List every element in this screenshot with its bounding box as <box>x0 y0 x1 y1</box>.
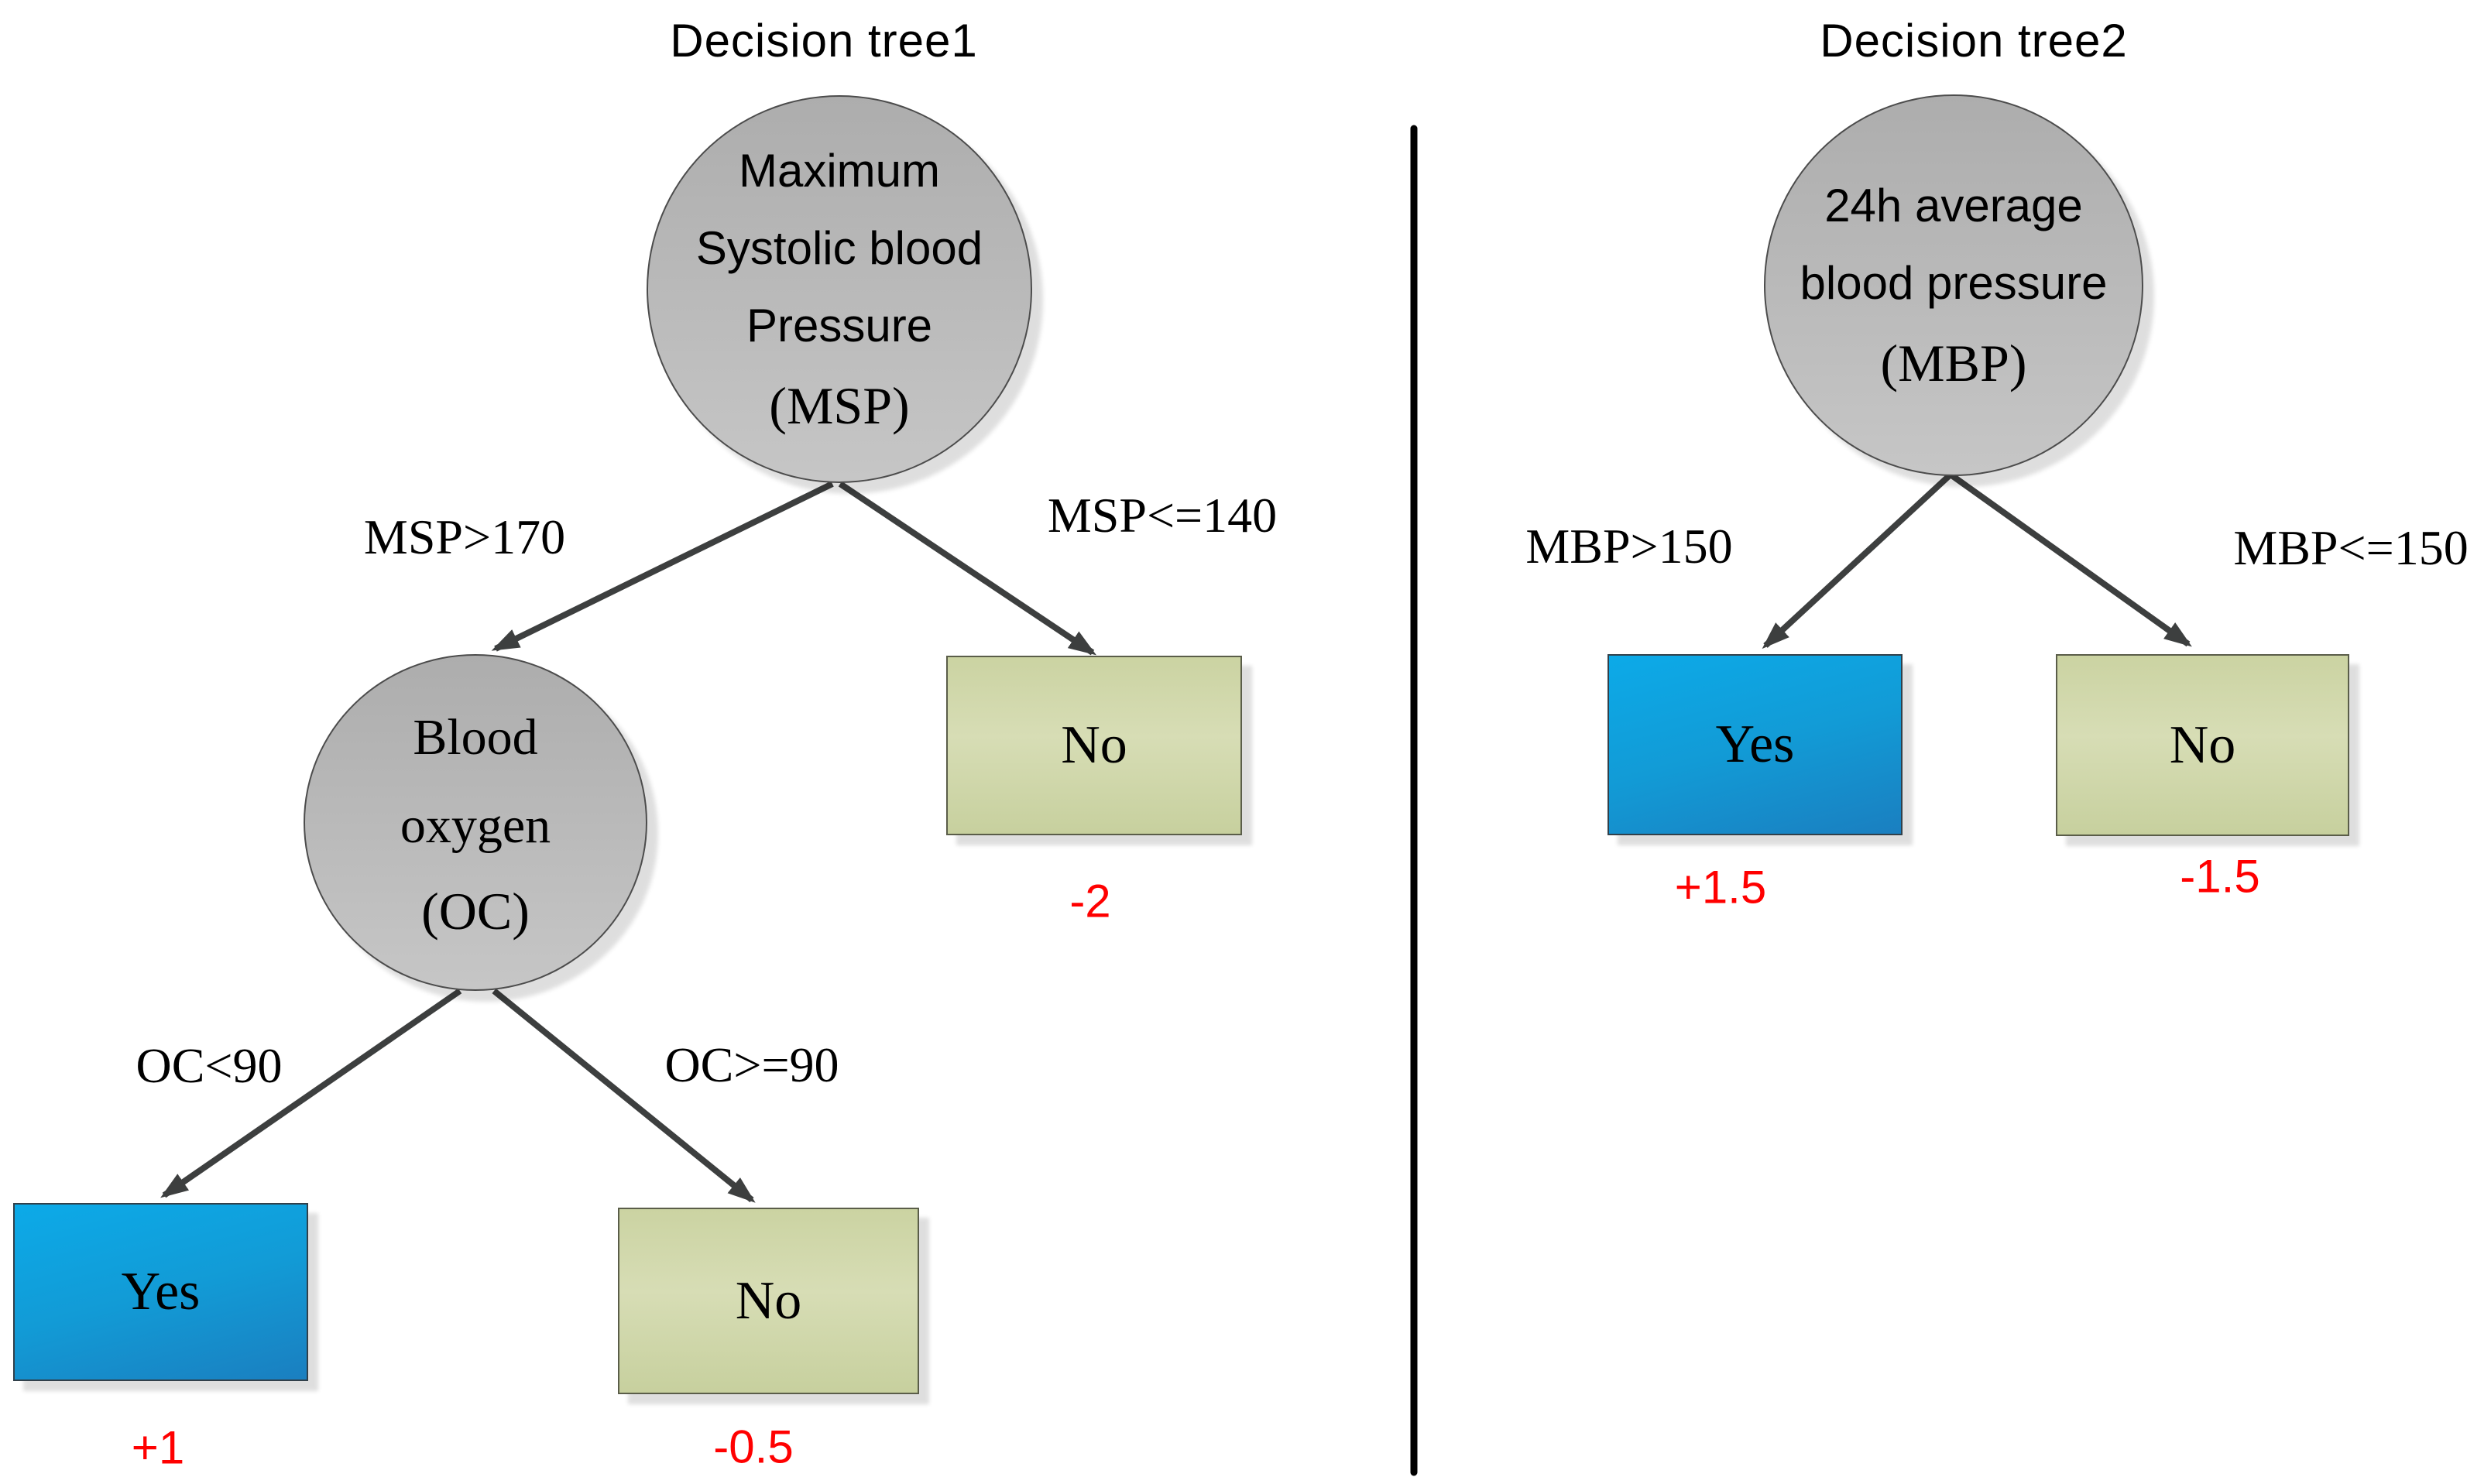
tree1-leaf-no-right: No <box>946 656 1242 835</box>
tree1-root-abbr: (MSP) <box>769 375 910 435</box>
tree2-leaf-yes: Yes <box>1607 654 1903 835</box>
tree1-mid-left-branch-arrow <box>160 988 462 1198</box>
tree2-leaf-yes-label: Yes <box>1715 715 1795 774</box>
tree1-mid-node: Blood oxygen (OC) <box>304 654 647 991</box>
tree2-leaf-yes-value: +1.5 <box>1674 861 1767 913</box>
tree1-title: Decision tree1 <box>670 15 978 67</box>
tree1-root-line1: Maximum <box>738 144 940 197</box>
tree2-title: Decision tree2 <box>1820 15 2128 67</box>
tree1-mid-line2: oxygen <box>400 797 551 854</box>
tree2-right-branch-arrow <box>1948 471 2192 647</box>
tree1-mid-right-branch-arrow <box>492 988 756 1203</box>
tree2-root-abbr: (MBP) <box>1880 333 2027 392</box>
tree1-left-branch-arrow <box>491 481 834 652</box>
tree1-leaf-no-bottom: No <box>618 1208 919 1394</box>
tree1-root-line3: Pressure <box>746 299 933 351</box>
tree2-right-branch-label: MBP<=150 <box>2233 520 2469 575</box>
tree1-right-branch-arrow <box>838 481 1096 656</box>
tree1-leaf-no-right-value: -2 <box>1069 875 1111 927</box>
tree1-leaf-no-bottom-value: -0.5 <box>713 1421 794 1473</box>
tree2-leaf-no-label: No <box>2169 715 2236 775</box>
tree1-leaf-yes-value: +1 <box>131 1421 185 1474</box>
tree1-mid-line1: Blood <box>413 708 538 766</box>
tree1-leaf-no-bottom-label: No <box>735 1270 802 1331</box>
tree1-right-branch-label: MSP<=140 <box>1047 488 1278 543</box>
tree2-left-branch-arrow <box>1762 472 1953 649</box>
tree2-left-branch-label: MBP>150 <box>1525 519 1733 574</box>
tree1-root-node: Maximum Systolic blood Pressure (MSP) <box>647 95 1032 483</box>
tree1-leaf-yes-label: Yes <box>121 1262 201 1321</box>
tree2-root-node: 24h average blood pressure (MBP) <box>1764 94 2143 476</box>
tree2-root-line1: 24h average <box>1824 179 2083 231</box>
tree1-mid-abbr: (OC) <box>421 881 530 941</box>
tree1-leaf-yes: Yes <box>13 1203 308 1381</box>
tree2-root-line2: blood pressure <box>1800 256 2108 309</box>
tree1-root-line2: Systolic blood <box>695 221 983 274</box>
tree1-mid-right-branch-label: OC>=90 <box>664 1037 839 1092</box>
tree1-leaf-no-right-label: No <box>1061 715 1127 775</box>
tree1-left-branch-label: MSP>170 <box>363 509 566 564</box>
tree2-leaf-no: No <box>2056 654 2349 836</box>
tree2-leaf-no-value: -1.5 <box>2180 850 2260 903</box>
tree1-mid-left-branch-label: OC<90 <box>136 1038 283 1093</box>
